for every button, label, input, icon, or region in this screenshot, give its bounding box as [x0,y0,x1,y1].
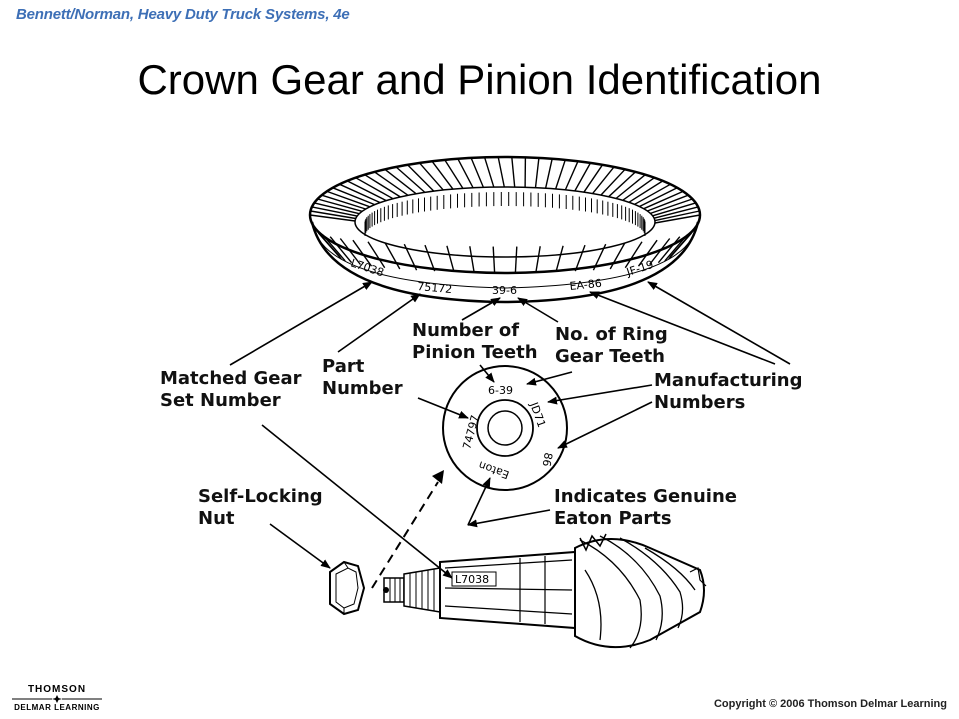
publisher-logo: THOMSON DELMAR LEARNING [12,684,102,712]
pinion-shaft: L7038 [383,533,707,649]
label-genuine-eaton-parts: Indicates Genuine Eaton Parts [554,486,737,529]
label-self-locking-nut: Self-Locking Nut [198,486,323,529]
label-number-of-pinion-teeth: Number of Pinion Teeth [412,320,538,363]
pinion-mark-1: 6-39 [488,384,513,397]
pinion-face: 6-39 JD71 74797 Eaton 86 [442,365,568,491]
ring-mark-4: EA-86 [569,277,602,293]
book-title: Bennett/Norman, Heavy Duty Truck Systems… [16,6,350,23]
logo-bottom-text: DELMAR LEARNING [14,703,100,712]
ring-mark-2: 75172 [417,280,453,296]
logo-star-icon [12,695,102,703]
ring-mark-3: 39-6 [492,284,517,297]
copyright: Copyright © 2006 Thomson Delmar Learning [713,698,947,710]
ring-gear: L7038 75172 39-6 EA-86 JF-19 [308,155,702,304]
logo-top-text: THOMSON [27,684,87,695]
shaft-mark: L7038 [455,573,489,586]
label-manufacturing-numbers: Manufacturing Numbers [654,370,803,413]
ring-gear-inner-splines [364,192,646,236]
slide-title: Crown Gear and Pinion Identification [137,56,822,103]
self-locking-nut [329,560,366,616]
label-matched-gear-set-number: Matched Gear Set Number [160,368,302,411]
label-part-number: Part Number [322,356,403,399]
ring-gear-teeth [309,156,701,273]
label-no-of-ring-gear-teeth: No. of Ring Gear Teeth [555,324,668,367]
pinion-mark-5: 86 [540,451,555,467]
